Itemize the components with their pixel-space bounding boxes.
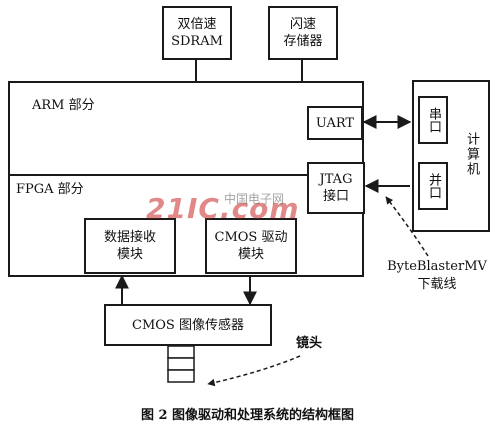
lens-element-3 (167, 369, 195, 383)
flash-memory-block: 闪速 存储器 (268, 6, 338, 60)
cmos-driver-line-2: 模块 (237, 247, 264, 262)
parallel-port-block: 并口 (418, 162, 448, 210)
lens-pointer (207, 355, 301, 387)
serial-port-block: 串口 (418, 96, 448, 144)
flash-line-2: 存储器 (283, 34, 323, 49)
jtag-line-1: JTAG (319, 172, 353, 187)
flash-line-1: 闪速 (289, 17, 316, 32)
arm-fpga-divider (8, 174, 308, 176)
site-watermark-sub: 中国电子网 (224, 192, 285, 206)
sdram-line-2: SDRAM (171, 34, 223, 49)
sdram-block: 双倍速 SDRAM (162, 6, 232, 60)
computer-label: 计算机 (464, 132, 479, 177)
lens-element-2 (167, 357, 195, 371)
figure-caption: 图 2 图像驱动和处理系统的结构框图 (140, 408, 355, 423)
fpga-section-label: FPGA 部分 (16, 182, 84, 197)
cmos-driver-line-1: CMOS 驱动 (214, 230, 288, 245)
cmos-driver-module: CMOS 驱动 模块 (205, 218, 297, 274)
jtag-line-2: 接口 (322, 189, 349, 204)
data-receive-line-1: 数据接收 (103, 230, 156, 245)
jtag-interface-block: JTAG 接口 (307, 162, 365, 214)
serial-port-label: 串口 (426, 107, 441, 133)
uart-label: UART (315, 115, 355, 131)
byteblaster-label: ByteBlasterMV 下载线 (384, 258, 490, 294)
site-watermark: 21IC.com (146, 192, 300, 225)
uart-block: UART (307, 106, 363, 140)
sensor-label: CMOS 图像传感器 (132, 317, 244, 333)
cmos-image-sensor: CMOS 图像传感器 (104, 304, 272, 346)
sdram-line-1: 双倍速 (177, 17, 217, 32)
data-receive-line-2: 模块 (116, 247, 143, 262)
lens-label: 镜头 (296, 336, 323, 351)
data-receive-module: 数据接收 模块 (84, 218, 176, 274)
arm-section-label: ARM 部分 (32, 98, 95, 113)
parallel-port-label: 并口 (426, 173, 441, 199)
byteblaster-line-2: 下载线 (417, 277, 457, 292)
lens-element-1 (167, 345, 195, 359)
byteblaster-line-1: ByteBlasterMV (387, 259, 487, 274)
